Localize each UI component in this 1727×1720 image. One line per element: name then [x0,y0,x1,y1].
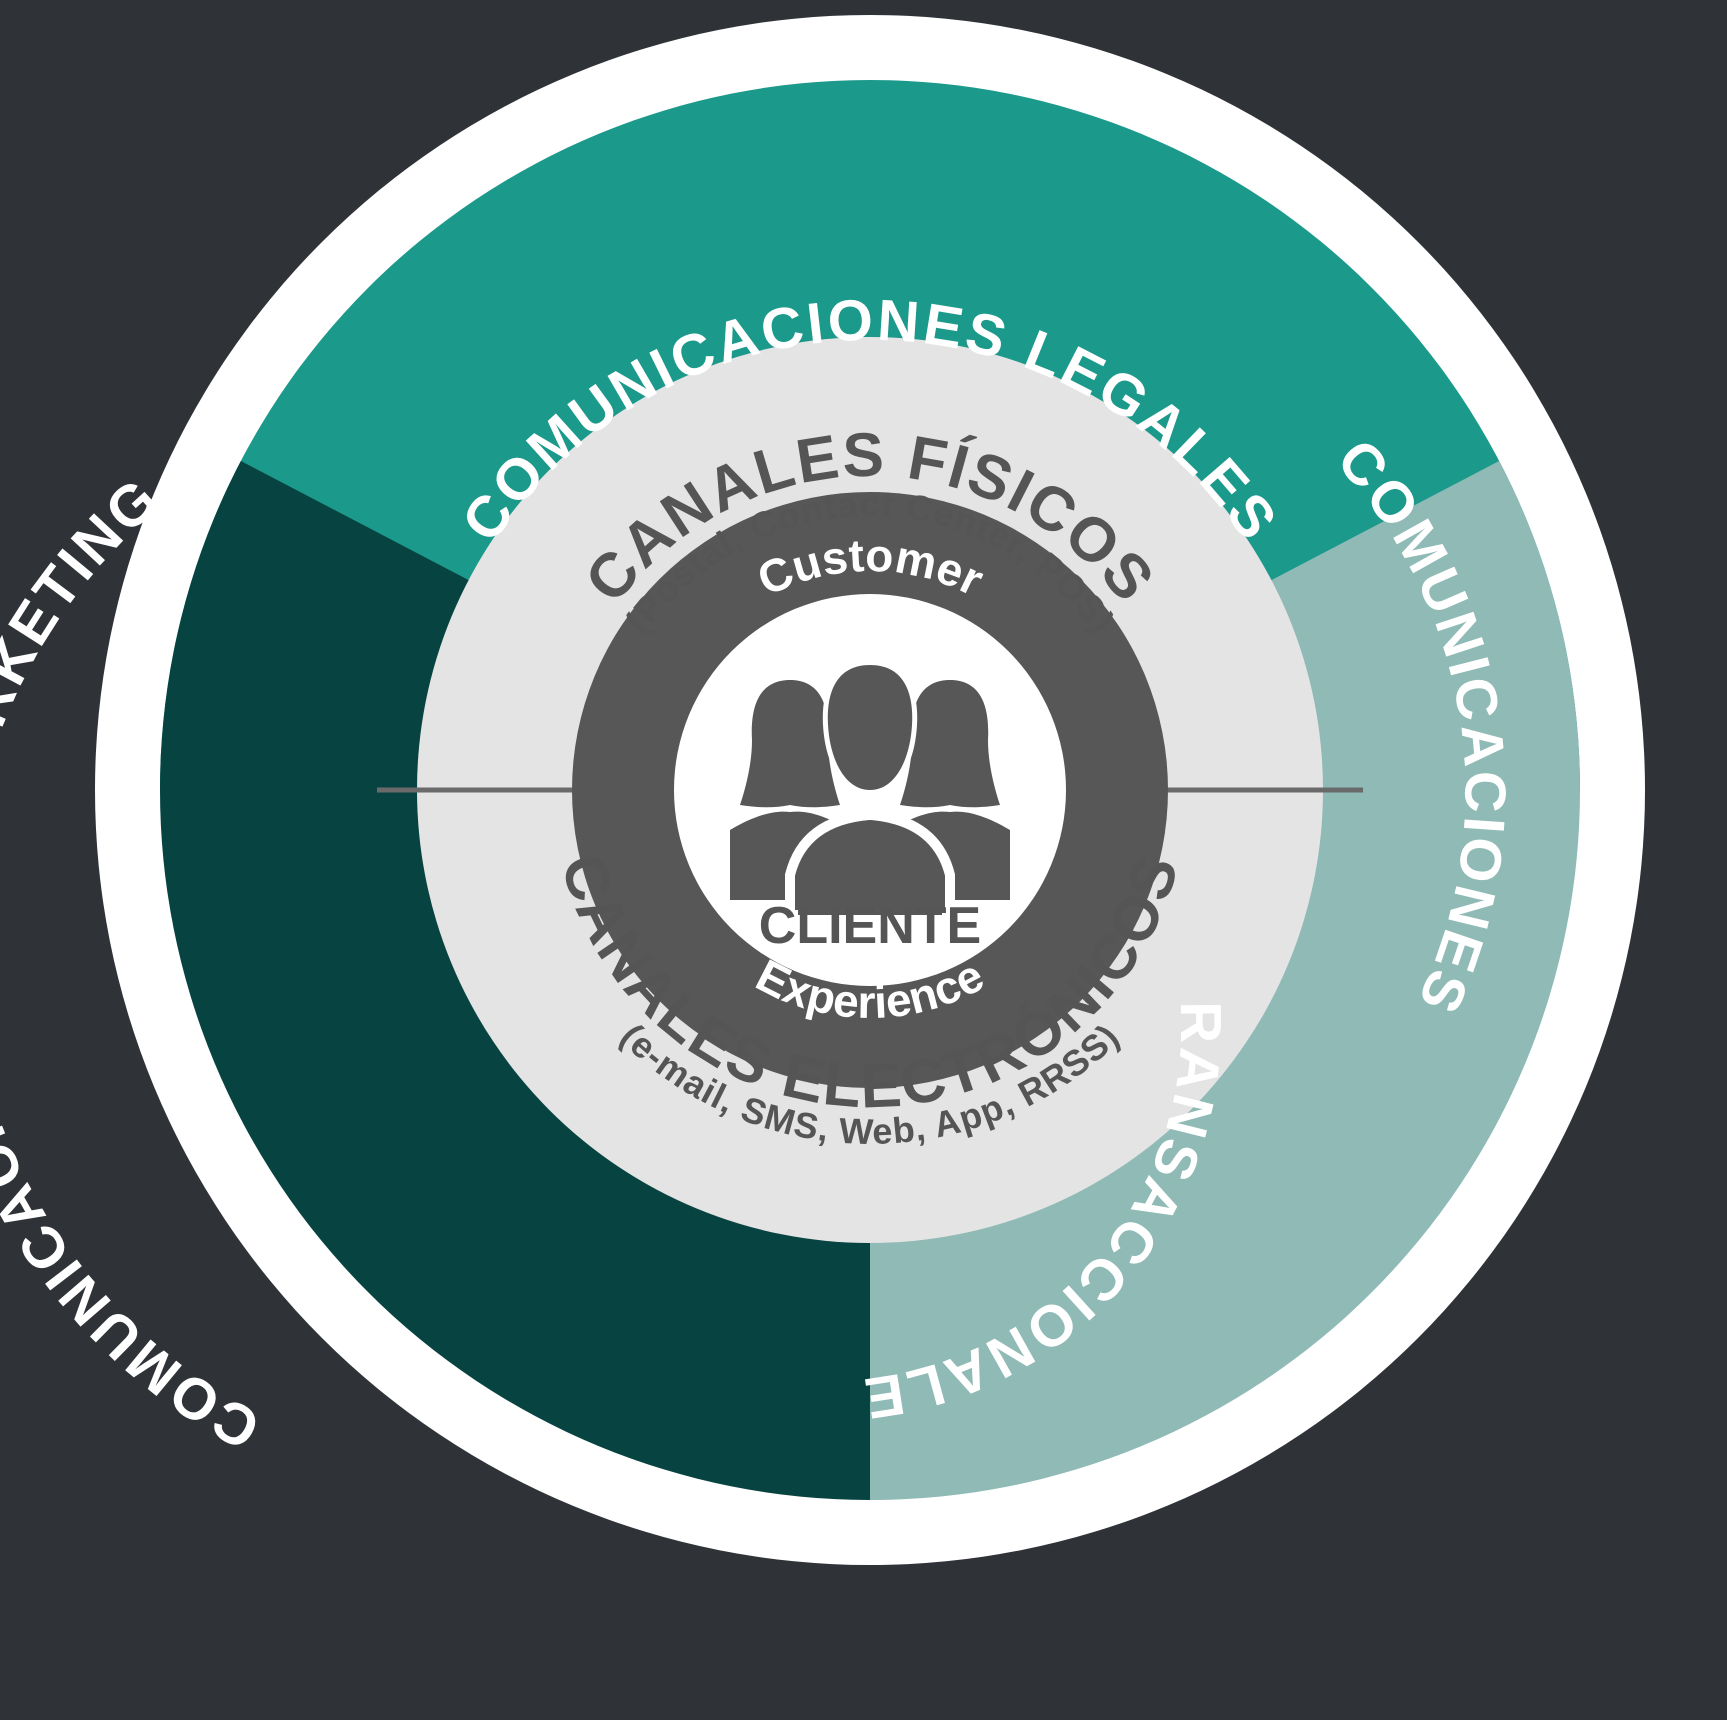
people-group-icon [730,659,1010,920]
segment-marketing [160,260,870,1500]
client-label: CLIENTE [759,897,981,955]
